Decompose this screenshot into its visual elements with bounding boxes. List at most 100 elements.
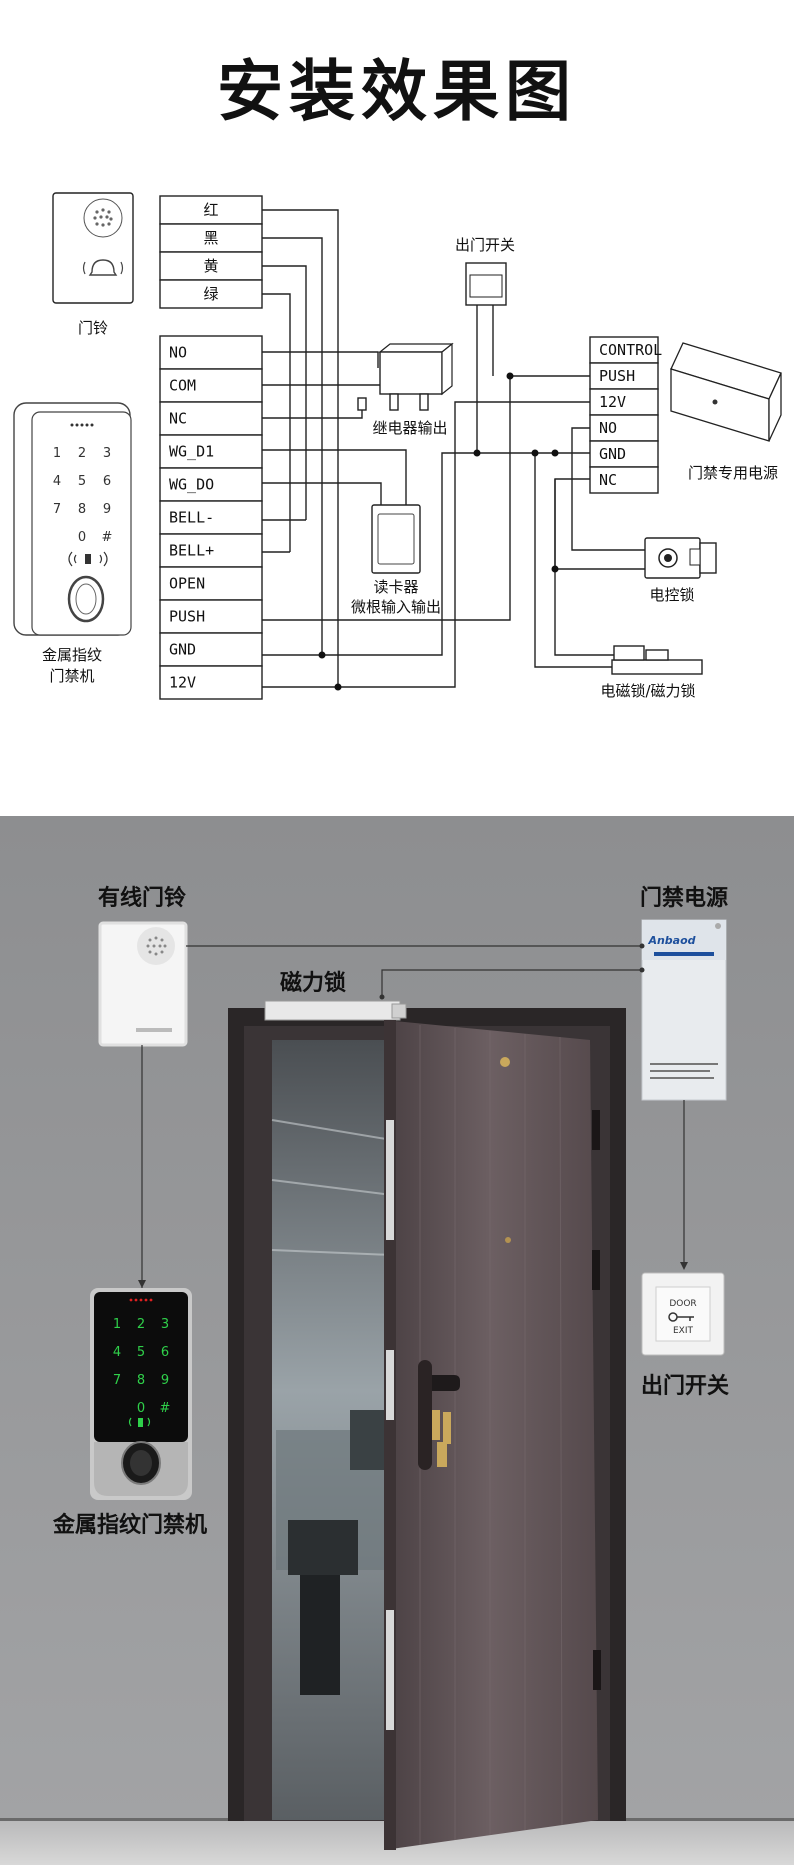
- main-terms-label: OPEN: [169, 575, 205, 593]
- main-terms-label: GND: [169, 641, 196, 659]
- rfid-icon: [68, 551, 108, 567]
- photo-keypad: 1 2 3 4 5 6 7 8 9 0 #: [113, 1317, 171, 1416]
- exit-button-label: 出门开关: [641, 1373, 729, 1399]
- keypad-key: 9: [161, 1373, 169, 1388]
- keypad-key: 4: [53, 474, 61, 489]
- keypad-key: 9: [103, 502, 111, 517]
- card-reader-device: 读卡器 微根输入输出: [351, 504, 441, 616]
- main-terms-label: WG_D1: [169, 443, 214, 461]
- exit-button-exit-text: EXIT: [673, 1326, 694, 1336]
- power-terms-label: 12V: [599, 393, 626, 411]
- installation-photo: 有线门铃 1 2 3 4 5 6 7 8 9 0 # 金属指纹门禁机 Anbaod 门禁电源: [0, 816, 794, 1865]
- key-icon: [668, 1312, 694, 1322]
- magnetic-lock-photo-label: 磁力锁: [280, 970, 346, 996]
- keypad-key: 4: [113, 1345, 121, 1360]
- keypad-key: 3: [103, 446, 111, 461]
- doorbell-speaker-grille: [137, 927, 175, 965]
- access-machine-label-line2: 门禁机: [49, 667, 94, 685]
- color-terms-label: 红: [203, 201, 218, 219]
- main-terms-label: BELL-: [169, 509, 214, 527]
- main-terms-label: BELL+: [169, 542, 214, 560]
- keypad-key: 7: [113, 1373, 121, 1388]
- door-handle: [418, 1360, 432, 1470]
- electric-lock-label: 电控锁: [649, 586, 694, 604]
- main-terms-cell: PUSH: [159, 599, 263, 634]
- main-terms-label: COM: [169, 377, 196, 395]
- color-terms-cell: 黑: [159, 223, 263, 253]
- wired-doorbell-photo: 有线门铃: [98, 885, 188, 1047]
- main-terms-cell: OPEN: [159, 566, 263, 601]
- doorbell-device: 门铃: [52, 192, 134, 337]
- keypad-key: 6: [161, 1345, 169, 1360]
- door-keys: [432, 1410, 451, 1467]
- main-terms-cell: BELL-: [159, 500, 263, 535]
- door-leaf: [384, 1020, 601, 1850]
- exit-button-photo: DOOR EXIT 出门开关: [641, 1272, 729, 1399]
- power-terms-cell: CONTROL: [589, 336, 662, 364]
- color-terms-label: 黑: [203, 229, 218, 247]
- keypad-key: 2: [137, 1317, 145, 1332]
- wires: [262, 209, 645, 691]
- color-terms-label: 黄: [203, 257, 218, 275]
- power-supply-device: 门禁专用电源: [670, 342, 782, 482]
- keypad-key: 1: [113, 1317, 121, 1332]
- power-terms-cell: NO: [589, 414, 659, 442]
- main-terms-label: PUSH: [169, 608, 205, 626]
- main-terms-cell: GND: [159, 632, 263, 667]
- page-title: 安装效果图: [217, 53, 577, 130]
- exit-switch-label: 出门开关: [455, 236, 515, 254]
- main-terms-label: NO: [169, 344, 187, 362]
- keypad-key: 3: [161, 1317, 169, 1332]
- doorbell-label: 门铃: [78, 319, 108, 337]
- keypad-key: 7: [53, 502, 61, 517]
- keypad-key: 0: [78, 530, 86, 545]
- fingerprint-sensor-icon: [67, 575, 105, 623]
- color-terms-cell: 绿: [159, 279, 263, 309]
- power-terms-cell: 12V: [589, 388, 659, 416]
- power-supply-label: 门禁专用电源: [688, 464, 778, 482]
- main-terms-cell: COM: [159, 368, 263, 403]
- power-terms-cell: PUSH: [589, 362, 659, 390]
- keypad-key: 5: [78, 474, 86, 489]
- power-terms-cell: NC: [589, 466, 659, 494]
- main-terms-cell: WG_D1: [159, 434, 263, 469]
- keypad-key: 6: [103, 474, 111, 489]
- power-terms-label: CONTROL: [599, 341, 662, 359]
- main-terms-cell: WG_DO: [159, 467, 263, 502]
- main-terms-label: NC: [169, 410, 187, 428]
- power-supply-photo: Anbaod 门禁电源: [640, 885, 728, 1101]
- access-machine-label-line1: 金属指纹: [42, 646, 102, 664]
- fingerprint-machine-label: 金属指纹门禁机: [52, 1512, 207, 1538]
- keypad-key: 8: [137, 1373, 145, 1388]
- keypad-key: 1: [53, 446, 61, 461]
- main-terms-cell: 12V: [159, 665, 263, 700]
- main-terms-cell: NC: [159, 401, 263, 436]
- magnetic-lock-photo: [264, 1000, 407, 1021]
- color-terms-label: 绿: [203, 285, 218, 303]
- magnetic-lock-label: 电磁锁/磁力锁: [600, 682, 695, 700]
- reader-label-line1: 读卡器: [373, 578, 418, 596]
- keypad-key: #: [160, 1401, 171, 1416]
- main-terms-cell: BELL+: [159, 533, 263, 568]
- photo-connection-lines: [141, 945, 685, 1288]
- keypad-key: 8: [78, 502, 86, 517]
- psu-brand: Anbaod: [647, 934, 695, 947]
- relay-device: 继电器输出: [357, 342, 454, 437]
- power-terms-label: PUSH: [599, 367, 635, 385]
- power-supply-photo-label: 门禁电源: [640, 885, 728, 911]
- power-terms-label: NC: [599, 471, 617, 489]
- keypad-key: 5: [137, 1345, 145, 1360]
- keypad-key: 0: [137, 1401, 145, 1416]
- door-viewer: [500, 1057, 510, 1067]
- keypad-key: 2: [78, 446, 86, 461]
- main-terms-cell: NO: [159, 335, 263, 370]
- electric-lock-device: 电控锁: [644, 537, 717, 604]
- exit-button-door-text: DOOR: [669, 1299, 696, 1309]
- wired-doorbell-label: 有线门铃: [98, 885, 186, 911]
